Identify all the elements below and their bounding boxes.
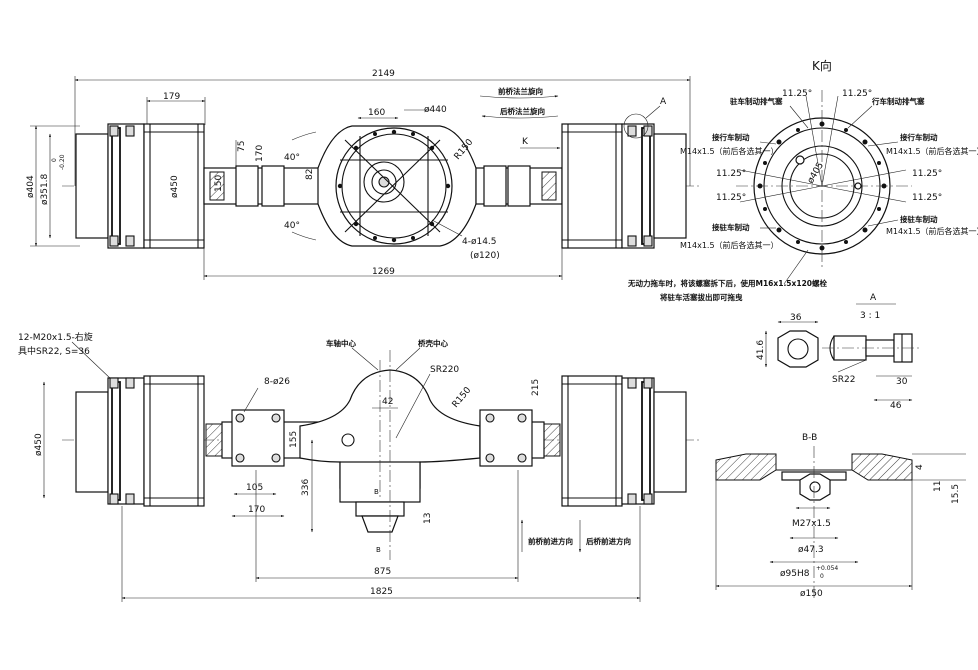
angle-bottom: 40° [284, 221, 300, 231]
stud-note-1: 12-M20x1.5-右旋 [18, 331, 93, 343]
right-hub-outer [653, 133, 687, 239]
dim-a-30: 30 [896, 377, 908, 387]
dim-sr220: SR220 [430, 365, 459, 375]
front-dim-170: 170 [248, 505, 265, 515]
dim-875: 875 [374, 567, 391, 577]
front-holes: 8-ø26 [264, 377, 290, 387]
bb-dim-11: 11 [933, 481, 943, 492]
dim-155: 155 [289, 431, 299, 448]
label-rear-flange-rotation: 后桥法兰旋向 [500, 106, 545, 116]
dim-42: 42 [382, 397, 393, 407]
detail-a-title: A [870, 293, 877, 303]
label-rear-direction: 后桥前进方向 [586, 536, 631, 546]
label-wheel-center: 车轴中心 [326, 338, 356, 348]
dim-170: 170 [255, 145, 265, 162]
dim-hub-dia: ø404 [26, 175, 36, 198]
label-front-direction: 前桥前进方向 [528, 536, 573, 546]
bolt-holes: 4-ø14.5 [462, 237, 497, 247]
dim-a-46: 46 [890, 401, 902, 411]
label-service-brake-right: 接行车制动 [900, 132, 938, 142]
label-park-brake-right: 接驻车制动 [900, 214, 938, 224]
bb-bore: ø95H8 [780, 569, 810, 579]
thread-left-1: M14x1.5（前后各选其一） [680, 146, 779, 156]
right-hub-flange [621, 123, 655, 249]
dim-a-sr22: SR22 [832, 375, 855, 385]
detail-a-scale: 3 : 1 [860, 311, 880, 321]
stud-note-2: 具中SR22, S=36 [18, 345, 90, 357]
angle-top: 40° [284, 153, 300, 163]
label-park-vent: 驻车制动排气塞 [730, 96, 783, 106]
bb-thread: M27x1.5 [792, 519, 831, 529]
front-view: 12-M20x1.5-右旋 具中SR22, S=36 ø450 8-ø26 15… [18, 331, 700, 602]
bb-dia-47-3: ø47.3 [798, 545, 824, 555]
label-front-flange-rotation: 前桥法兰旋向 [498, 86, 543, 96]
label-b-bottom: B [376, 546, 381, 554]
bb-dia-150: ø150 [800, 589, 823, 599]
dim-13: 13 [423, 513, 433, 524]
k-angle-5: 11.25° [912, 169, 942, 179]
section-bb: B-B 4 11 15.5 M27x1.5 ø47.3 ø95H8 +0.054… [715, 433, 966, 600]
k-angle-4: 11.25° [716, 193, 746, 203]
dim-overall-width: 2149 [372, 69, 395, 79]
k-view: K向 11.25° 11.25° 11.25° 11.25° 11.25° [627, 58, 978, 302]
dim-a-41-6: 41.6 [756, 340, 766, 360]
note-tow-2: 将驻车活塞拔出即可拖曳 [660, 292, 743, 302]
left-hub-outer [75, 133, 109, 239]
bb-bore-tol-lower: 0 [820, 573, 824, 580]
k-angle-3: 11.25° [716, 169, 746, 179]
dim-105: 105 [246, 483, 263, 493]
dim-a-36: 36 [790, 313, 802, 323]
dim-track-1269: 1269 [372, 267, 395, 277]
bb-dim-15-5: 15.5 [951, 484, 961, 504]
label-view-k: K [522, 137, 529, 147]
dim-75: 75 [237, 141, 247, 152]
label-axle-center: 桥壳中心 [418, 338, 448, 348]
top-view: 2149 179 ø404 ø351.8 0 -0.20 ø450 [26, 69, 700, 280]
dim-336: 336 [301, 479, 311, 496]
thread-left-2: M14x1.5（前后各选其一） [680, 240, 779, 250]
dim-82: 82 [305, 169, 315, 180]
dim-215: 215 [531, 379, 541, 396]
dim-flange-dia: ø351.8 [40, 173, 50, 205]
label-service-brake-left: 接行车制动 [712, 132, 750, 142]
right-drum [561, 123, 623, 249]
dim-1825: 1825 [370, 587, 393, 597]
k-view-title: K向 [812, 58, 832, 73]
bb-dim-4: 4 [915, 464, 925, 470]
bb-bore-tol-upper: +0.054 [816, 565, 838, 572]
dim-drum-dia: ø450 [170, 175, 180, 198]
section-bb-title: B-B [802, 433, 817, 443]
front-dim-r150: R150 [451, 385, 474, 410]
dim-flange-width: 179 [163, 92, 180, 102]
bolt-circle: (ø120) [470, 251, 500, 261]
label-b-top: B [374, 488, 379, 496]
dim-440: ø440 [424, 105, 447, 115]
thread-right-2: M14x1.5（前后各选其一） [886, 226, 978, 236]
dim-tube-150: 150 [214, 175, 224, 192]
front-drum-dia: ø450 [34, 433, 44, 456]
k-angle-1: 11.25° [782, 89, 812, 99]
note-tow-1: 无动力拖车时，将该螺塞拆下后，使用M16x1.5x120螺栓 [627, 278, 828, 288]
dim-160: 160 [368, 108, 385, 118]
dim-flange-tol-upper: 0 [51, 158, 58, 162]
label-service-vent: 行车制动排气塞 [871, 96, 925, 106]
dim-flange-tol-lower: -0.20 [59, 154, 66, 170]
thread-right-1: M14x1.5（前后各选其一） [886, 146, 978, 156]
left-hub-flange [107, 123, 145, 249]
detail-a: A 3 : 1 36 41.6 SR22 30 46 [756, 293, 920, 411]
k-angle-6: 11.25° [912, 193, 942, 203]
label-park-brake-left: 接驻车制动 [712, 222, 750, 232]
label-detail-a: A [660, 97, 667, 107]
left-drum [143, 123, 205, 249]
k-angle-2: 11.25° [842, 89, 872, 99]
